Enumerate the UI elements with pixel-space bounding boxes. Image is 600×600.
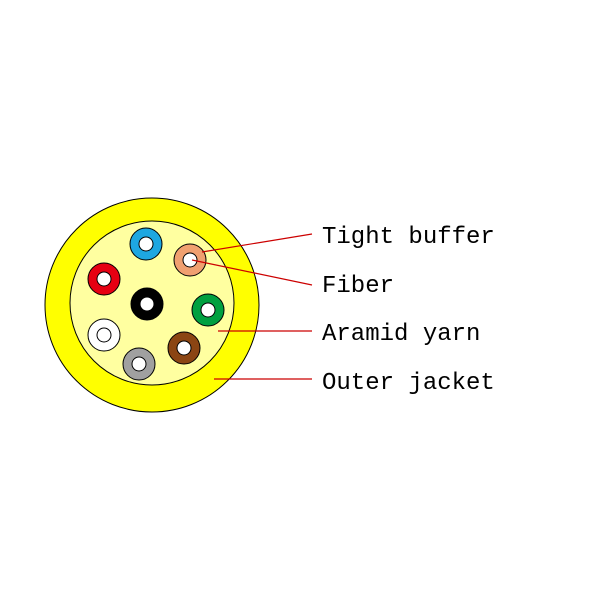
fiber-brown xyxy=(167,331,201,365)
fiber-blue xyxy=(129,227,163,261)
aramid-yarn-label: Aramid yarn xyxy=(322,321,480,348)
fiber-orange xyxy=(173,243,207,277)
fiber-group xyxy=(87,227,225,381)
fiber-green xyxy=(191,293,225,327)
callout-lines xyxy=(191,233,313,380)
fiber-gray xyxy=(122,347,156,381)
callout-labels: Tight buffer Fiber Aramid yarn Outer jac… xyxy=(322,224,495,397)
fiber-white xyxy=(87,318,121,352)
fiber-callout-line xyxy=(191,259,313,286)
fiber-label: Fiber xyxy=(322,273,394,300)
fiber-red xyxy=(87,262,121,296)
tight-buffer-label: Tight buffer xyxy=(322,224,495,251)
fiber-black xyxy=(130,287,164,321)
outer-jacket-label: Outer jacket xyxy=(322,370,495,397)
tight-buffer-callout-line xyxy=(201,233,313,253)
